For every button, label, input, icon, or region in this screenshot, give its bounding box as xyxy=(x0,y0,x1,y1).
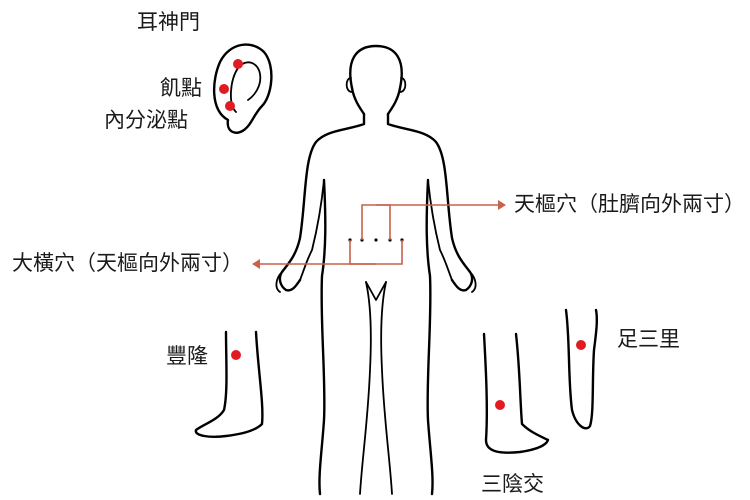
body-outline xyxy=(276,46,475,494)
label-daheng: 大橫穴（天樞向外兩寸） xyxy=(12,253,243,274)
label-ear-shenmen: 耳神門 xyxy=(137,12,200,33)
fenglong-point xyxy=(231,350,241,360)
label-hunger-point: 飢點 xyxy=(160,78,202,99)
zusanli-leg xyxy=(566,310,597,428)
label-zusanli: 足三里 xyxy=(617,329,680,350)
label-fenglong: 豐隆 xyxy=(166,346,208,367)
sanyinjiao-point xyxy=(495,400,505,410)
label-tianshu: 天樞穴（肚臍向外兩寸） xyxy=(514,194,745,215)
endocrine-point-marker xyxy=(225,101,235,111)
hunger-point-marker xyxy=(219,84,229,94)
label-sanyinjiao: 三陰交 xyxy=(481,474,544,495)
abdomen-points xyxy=(348,238,403,241)
sanyinjiao-leg xyxy=(484,334,548,453)
zusanli-point xyxy=(576,340,586,350)
ear-shenmen-point xyxy=(233,59,243,69)
daheng-leader xyxy=(252,240,402,269)
label-endocrine-point: 內分泌點 xyxy=(104,110,188,131)
